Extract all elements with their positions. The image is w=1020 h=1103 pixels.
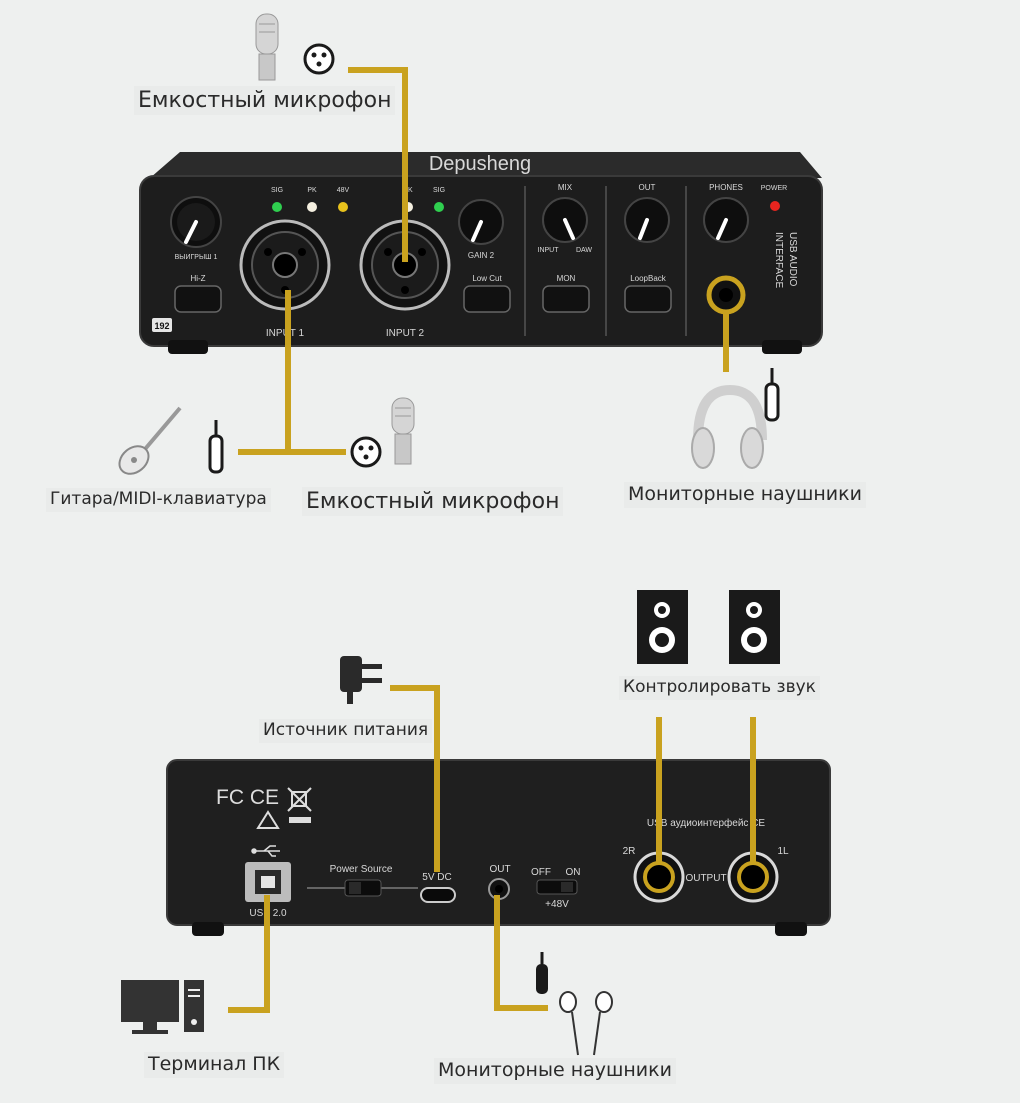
mix-label: MIX xyxy=(558,183,573,192)
mix-knob[interactable] xyxy=(542,197,588,243)
phones-knob[interactable] xyxy=(703,197,749,243)
hiz-button[interactable] xyxy=(174,285,222,313)
sig-right-label: SIG xyxy=(433,187,445,194)
loopback-label: LoopBack xyxy=(630,274,667,283)
power-source-label: Power Source xyxy=(330,864,393,875)
weee-icon xyxy=(287,787,312,823)
hiz-label: Hi-Z xyxy=(190,274,205,283)
jack-plug-icon xyxy=(764,368,780,422)
sig-left-label: SIG xyxy=(271,187,283,194)
v48-label: 48V xyxy=(337,187,350,194)
label-condenser-mic-bottom: Емкостный микрофон xyxy=(302,487,564,517)
brand-text: Depusheng xyxy=(429,153,531,175)
output-label: OUTPUT xyxy=(685,873,726,884)
out-label: OUT xyxy=(639,183,656,192)
front-panel-device: Depusheng SIG PK 48V PK SIG POWER ВЫИГРЫ… xyxy=(139,152,823,354)
pc-icon xyxy=(121,980,204,1034)
sample-rate-badge: 192 xyxy=(154,321,169,331)
mon-label: MON xyxy=(557,274,576,283)
speaker-icon xyxy=(637,590,688,664)
label-monitor-sound: Контролировать звук xyxy=(619,676,820,700)
usb-c-port[interactable] xyxy=(420,887,456,903)
pk-label: PK xyxy=(307,187,317,194)
mix-daw-label: DAW xyxy=(576,247,592,254)
jack-plug-icon xyxy=(536,952,548,994)
condenser-mic-icon xyxy=(391,397,415,465)
gain1-knob[interactable] xyxy=(170,196,222,248)
rear-headphone-out-jack[interactable] xyxy=(488,878,510,900)
power-source-switch[interactable] xyxy=(344,879,382,897)
condenser-mic-icon xyxy=(255,13,279,81)
mon-button[interactable] xyxy=(542,285,590,313)
label-monitor-headphones-rear: Мониторные наушники xyxy=(434,1058,676,1084)
usb-audio-line1: USB AUDIO xyxy=(787,232,798,287)
usb-b-port[interactable] xyxy=(245,862,291,902)
output-2r-jack[interactable] xyxy=(633,851,685,903)
input2-combo-jack[interactable] xyxy=(359,219,451,311)
lowcut-button[interactable] xyxy=(463,285,511,313)
loopback-button[interactable] xyxy=(624,285,672,313)
out-knob[interactable] xyxy=(624,197,670,243)
pk-led-left xyxy=(307,202,317,212)
power-led xyxy=(770,201,780,211)
label-guitar-midi: Гитара/MIDI-клавиатура xyxy=(46,488,271,512)
input1-combo-jack[interactable] xyxy=(239,219,331,311)
headphones-icon xyxy=(691,384,767,469)
earbuds-icon xyxy=(559,991,613,1056)
phantom-power-switch[interactable] xyxy=(536,879,578,895)
power-label: POWER xyxy=(761,185,787,192)
dc5v-label: 5V DC xyxy=(422,872,451,883)
audio-interface-label: USB аудиоинтерфейс CE xyxy=(647,817,766,829)
sig-led-left xyxy=(272,202,282,212)
guitar-icon xyxy=(118,406,182,475)
pk-right-label: PK xyxy=(403,187,413,194)
gain1-label: ВЫИГРЫШ 1 xyxy=(175,254,218,261)
cable-power-to-usbc xyxy=(390,685,440,872)
xlr-connector-icon xyxy=(350,436,382,468)
on-label: ON xyxy=(566,867,581,878)
phones-jack[interactable] xyxy=(706,275,746,315)
out-2r-label: 2R xyxy=(623,846,636,857)
input2-label: INPUT 2 xyxy=(386,328,425,339)
lowcut-label: Low Cut xyxy=(472,274,502,283)
usb-symbol-icon xyxy=(251,845,280,857)
v48-rear-label: +48V xyxy=(545,899,569,910)
phones-label: PHONES xyxy=(709,183,743,192)
jack-plug-icon xyxy=(208,420,224,474)
xlr-connector-icon xyxy=(303,43,335,75)
power-plug-icon xyxy=(340,656,382,704)
off-label: OFF xyxy=(531,867,551,878)
gain2-knob[interactable] xyxy=(458,199,504,245)
speaker-icon xyxy=(729,590,780,664)
out-1l-label: 1L xyxy=(777,846,789,857)
sig-led-right xyxy=(434,202,444,212)
label-pc-terminal: Терминал ПК xyxy=(144,1052,285,1078)
cable-usb-to-pc xyxy=(228,895,270,1013)
v48-led xyxy=(338,202,348,212)
label-condenser-mic-top: Емкостный микрофон xyxy=(134,86,396,116)
recycle-triangle-icon xyxy=(256,810,280,829)
cable-mic-to-input2 xyxy=(348,67,408,262)
usb-audio-line2: INTERFACE xyxy=(773,232,784,288)
label-monitor-headphones-front: Мониторные наушники xyxy=(624,482,866,508)
gain2-label: GAIN 2 xyxy=(468,251,495,260)
cable-rear-out-to-earbuds xyxy=(494,895,548,1011)
certification-marks: FC CE xyxy=(216,786,279,809)
label-power-source: Источник питания xyxy=(259,719,433,743)
rear-out-label: OUT xyxy=(489,864,510,875)
mix-input-label: INPUT xyxy=(538,247,560,254)
cables xyxy=(228,67,756,1013)
